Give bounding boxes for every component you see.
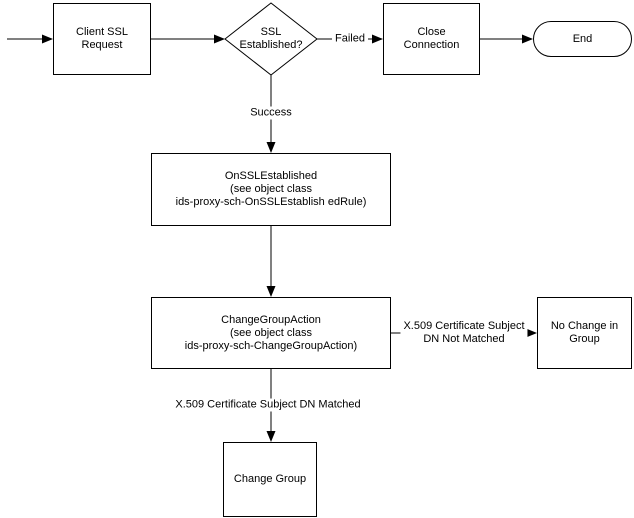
decision-ssl-established-shape [224, 2, 318, 76]
node-change-group-action: ChangeGroupAction (see object class ids-… [151, 297, 391, 369]
node-end-terminator: End [533, 21, 632, 57]
edge-label-failed: Failed [332, 32, 368, 46]
edge-label-dn-not-matched: X.509 Certificate Subject DN Not Matched [400, 320, 528, 346]
decision-ssl-established-label: SSL Established? [239, 26, 303, 51]
node-no-change-in-group: No Change in Group [537, 297, 632, 369]
node-close-connection: Close Connection [383, 3, 480, 75]
node-on-ssl-established: OnSSLEstablished (see object class ids-p… [151, 153, 391, 226]
edge-label-dn-matched: X.509 Certificate Subject DN Matched [172, 398, 364, 412]
edge-label-success: Success [247, 106, 295, 120]
node-client-ssl-request: Client SSL Request [53, 3, 151, 75]
node-change-group: Change Group [223, 442, 317, 517]
